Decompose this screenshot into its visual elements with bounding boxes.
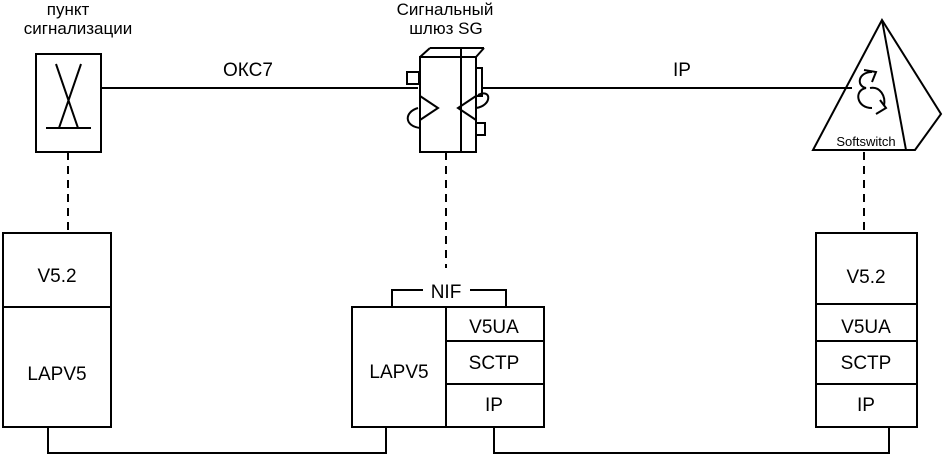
middle-stack-layer: SCTP: [469, 353, 520, 374]
softswitch-label: Softswitch: [836, 134, 895, 149]
bottom-link-left: [47, 427, 387, 454]
right-stack-layer: V5.2: [846, 267, 885, 288]
softswitch-icon: Softswitch: [811, 18, 943, 151]
left-stack-layer: LAPV5: [27, 364, 86, 385]
middle-stack-layer: V5UA: [469, 317, 519, 338]
right-stack-layer: IP: [857, 395, 875, 416]
right-stack: V5.2 V5UA SCTP IP: [815, 232, 918, 428]
gateway-label-line1: Сигнальный: [397, 0, 494, 19]
nif-label: NIF: [431, 282, 462, 303]
middle-stack: NIF LAPV5 V5UA SCTP IP: [351, 282, 545, 428]
left-stack: V5.2 LAPV5: [2, 232, 112, 428]
left-stack-layer: V5.2: [37, 266, 76, 287]
signaling-point-label-line1: пункт: [47, 0, 90, 19]
gateway-icon: [406, 47, 490, 153]
gateway-label-line2: шлюз SG: [409, 19, 482, 38]
link-left-label: ОКС7: [223, 60, 273, 81]
bottom-link-right: [493, 427, 890, 454]
middle-stack-layer: IP: [485, 395, 503, 416]
right-stack-layer: V5UA: [841, 317, 891, 338]
link-right-label: IP: [673, 60, 691, 81]
right-stack-layer: SCTP: [841, 353, 892, 374]
signaling-point-icon: [35, 53, 102, 153]
signaling-point-label-line2: сигнализации: [24, 19, 132, 38]
middle-stack-left-layer: LAPV5: [369, 362, 428, 383]
